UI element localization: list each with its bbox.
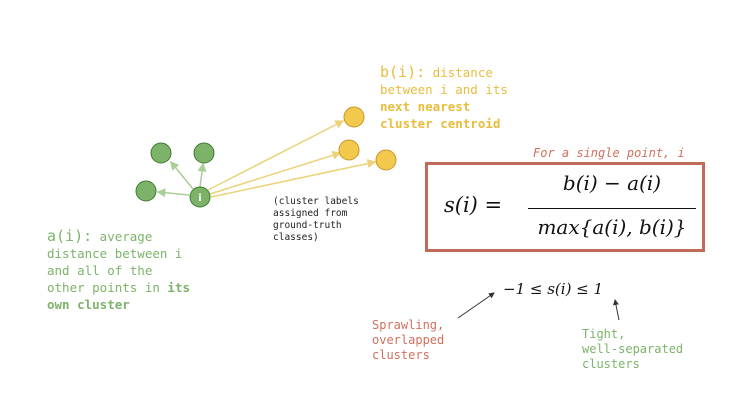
- b-definition: b(i): distance between i and its next ne…: [380, 64, 508, 132]
- sprawl-line3: clusters: [372, 348, 430, 362]
- b-term: b(i):: [380, 63, 426, 81]
- formula-numerator: b(i) − a(i): [562, 171, 662, 195]
- formula-denominator: max{a(i), b(i)}: [537, 215, 687, 239]
- point-i: [189, 186, 211, 208]
- arrow-to-other-point-1: [207, 120, 345, 191]
- other-cluster-point-2: [338, 139, 360, 161]
- arrow-to-own-point-2: [197, 162, 207, 188]
- sprawl-line1: Sprawling,: [372, 318, 445, 332]
- arrow-icon: [457, 292, 495, 319]
- a-line3: and all of the: [47, 263, 153, 278]
- arrow-to-other-point-2: [209, 150, 342, 195]
- a-line4: other points in: [47, 280, 168, 295]
- own-cluster-point-2: [193, 142, 215, 164]
- arrow-icon: [613, 299, 620, 321]
- sprawl-line2: overlapped: [372, 333, 445, 347]
- fraction-bar: [528, 208, 696, 209]
- other-cluster-point-3: [375, 149, 397, 171]
- b-line1: distance: [425, 65, 493, 80]
- b-line4: cluster centroid: [380, 116, 501, 131]
- b-line3: next nearest: [380, 99, 471, 114]
- silhouette-range: −1 ≤ s(i) ≤ 1: [503, 280, 604, 298]
- a-term: a(i):: [47, 227, 93, 245]
- arrow-to-own-point-1: [170, 160, 194, 190]
- a-line2: distance between i: [47, 246, 183, 261]
- note-line4: classes): [273, 232, 319, 243]
- sprawling-label: Sprawling, overlapped clusters: [372, 318, 444, 363]
- other-cluster-point-1: [343, 106, 365, 128]
- formula-caption: For a single point, i: [533, 146, 685, 160]
- note-line2: assigned from: [273, 208, 348, 219]
- b-line2: between i and its: [380, 82, 508, 97]
- a-definition: a(i): average distance between i and all…: [47, 228, 190, 313]
- own-cluster-point-1: [150, 142, 172, 164]
- note-line3: ground-truth: [273, 220, 342, 231]
- point-i-label: i: [198, 193, 201, 204]
- tight-line2: well-separated: [582, 342, 684, 356]
- own-cluster-point-3: [135, 180, 157, 202]
- a-line4-bold: its: [167, 280, 190, 295]
- cluster-labels-note: (cluster labels assigned from ground-tru…: [273, 196, 359, 244]
- note-line1: (cluster labels: [273, 196, 359, 207]
- tight-label: Tight, well-separated clusters: [582, 327, 683, 372]
- arrow-to-other-point-3: [210, 159, 377, 198]
- tight-line1: Tight,: [582, 327, 626, 341]
- arrow-to-own-point-3: [156, 188, 190, 198]
- tight-line3: clusters: [582, 357, 640, 371]
- a-line1: average: [92, 229, 153, 244]
- formula-lhs: s(i) =: [444, 193, 503, 217]
- formula-box: s(i) = b(i) − a(i) max{a(i), b(i)}: [425, 162, 705, 252]
- a-line5: own cluster: [47, 297, 130, 312]
